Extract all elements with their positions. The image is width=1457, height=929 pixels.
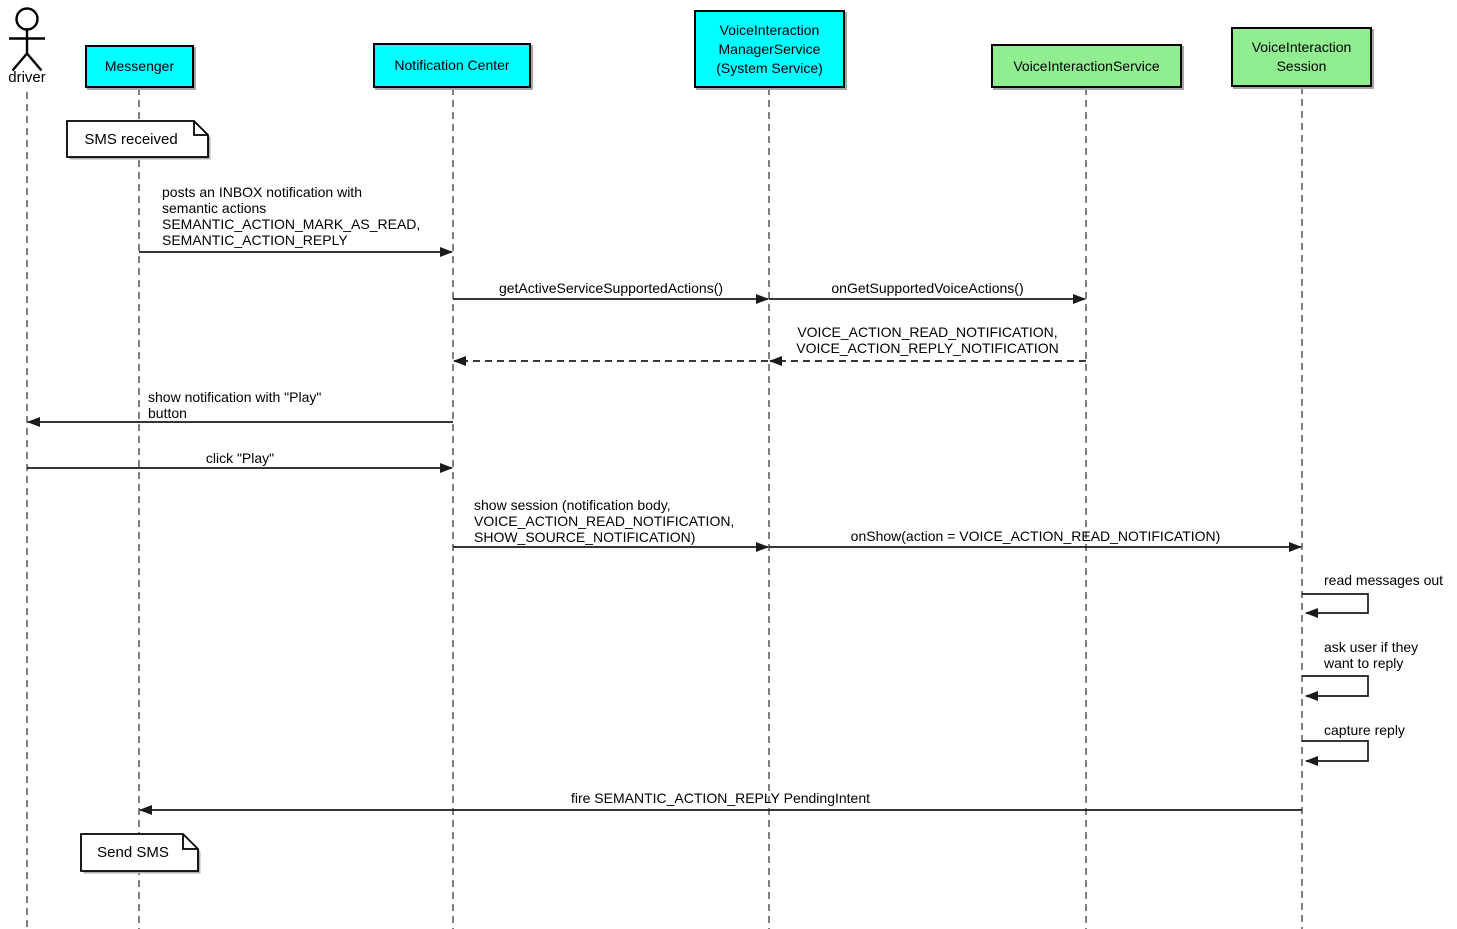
participant-messenger-label: Messenger: [104, 58, 175, 74]
message-label-capture-reply: capture reply: [1324, 722, 1405, 738]
message-label-on-show: onShow(action = VOICE_ACTION_READ_NOTIFI…: [850, 528, 1221, 544]
self-message-read-messages: [1302, 593, 1369, 618]
message-label-show-session: show session (notification body, VOICE_A…: [474, 497, 735, 545]
message-label-read-messages: read messages out: [1324, 572, 1444, 588]
message-label-show-notification: show notification with "Play" button: [148, 389, 322, 421]
note-sms-received: [66, 120, 211, 160]
actor-label-driver: driver: [8, 69, 46, 86]
self-message-capture-reply: [1302, 740, 1369, 766]
participant-voice-interaction-session-label: VoiceInteraction Session: [1251, 39, 1352, 74]
message-label-on-get-supported-voice-actions: onGetSupportedVoiceActions(): [831, 280, 1024, 296]
message-label-click-play: click "Play": [205, 450, 275, 466]
participant-voice-interaction-manager-service-label: VoiceInteraction ManagerService (System …: [716, 21, 823, 76]
participant-voice-interaction-service-label: VoiceInteractionService: [1013, 57, 1160, 74]
message-label-fire-pending-intent: fire SEMANTIC_ACTION_REPLY PendingIntent: [570, 790, 871, 806]
message-label-get-active-service-supported-actions: getActiveServiceSupportedActions(): [498, 280, 724, 296]
message-label-voice-actions-return: VOICE_ACTION_READ_NOTIFICATION, VOICE_AC…: [796, 324, 1059, 356]
message-label-ask-user: ask user if they want to reply: [1324, 639, 1419, 671]
note-send-sms-text: Send SMS: [97, 844, 169, 861]
self-message-ask-user: [1302, 675, 1369, 701]
driver-actor-icon: [9, 7, 45, 72]
participant-voice-interaction-session: VoiceInteraction Session: [1231, 27, 1372, 87]
message-label-posts-notification: posts an INBOX notification with semanti…: [162, 184, 421, 248]
participant-notification-center-label: Notification Center: [394, 57, 510, 73]
participant-voice-interaction-service: VoiceInteractionService: [991, 44, 1182, 88]
note-send-sms: [80, 833, 201, 874]
participant-voice-interaction-manager-service: VoiceInteraction ManagerService (System …: [694, 10, 845, 88]
note-sms-received-text: SMS received: [84, 130, 178, 148]
participant-notification-center: Notification Center: [373, 43, 531, 88]
participant-messenger: Messenger: [85, 45, 194, 88]
